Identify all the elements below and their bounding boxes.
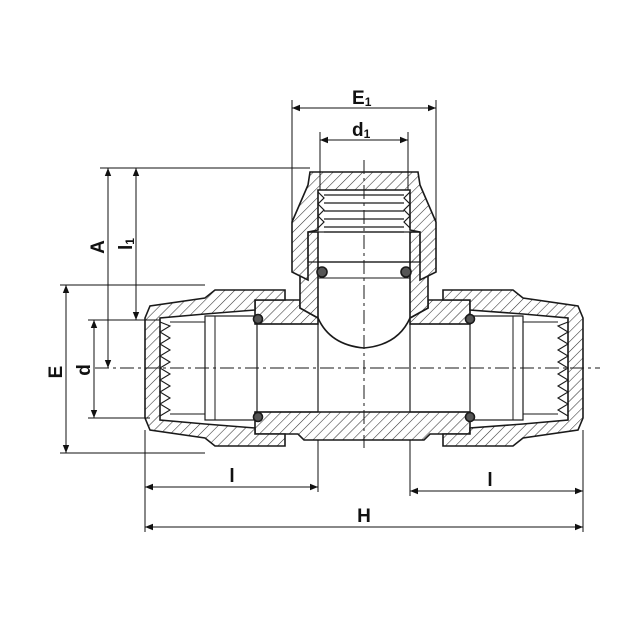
left-end [144, 289, 318, 447]
left-nut [144, 289, 286, 447]
left-oring-top [252, 313, 264, 325]
label-l1: l1 [116, 238, 137, 250]
label-E1: E1 [352, 88, 372, 109]
tee-body [254, 231, 471, 441]
label-d1: d1 [352, 120, 371, 141]
left-thread [158, 321, 205, 417]
right-oring-bottom [464, 411, 476, 423]
label-l-left: l [229, 466, 234, 487]
right-thread [523, 321, 570, 417]
label-A: A [88, 240, 109, 254]
right-nut [442, 289, 584, 447]
body-wall-bottom [254, 411, 471, 441]
label-H: H [357, 506, 371, 527]
branch-oring-left [316, 266, 328, 278]
label-d: d [74, 364, 95, 376]
right-oring-top [464, 313, 476, 325]
branch-oring-right [400, 266, 412, 278]
center-lines [95, 160, 600, 448]
label-E: E [46, 366, 67, 379]
label-l-right: l [487, 470, 492, 491]
dimension-lines [60, 100, 584, 532]
left-oring-bottom [252, 411, 264, 423]
